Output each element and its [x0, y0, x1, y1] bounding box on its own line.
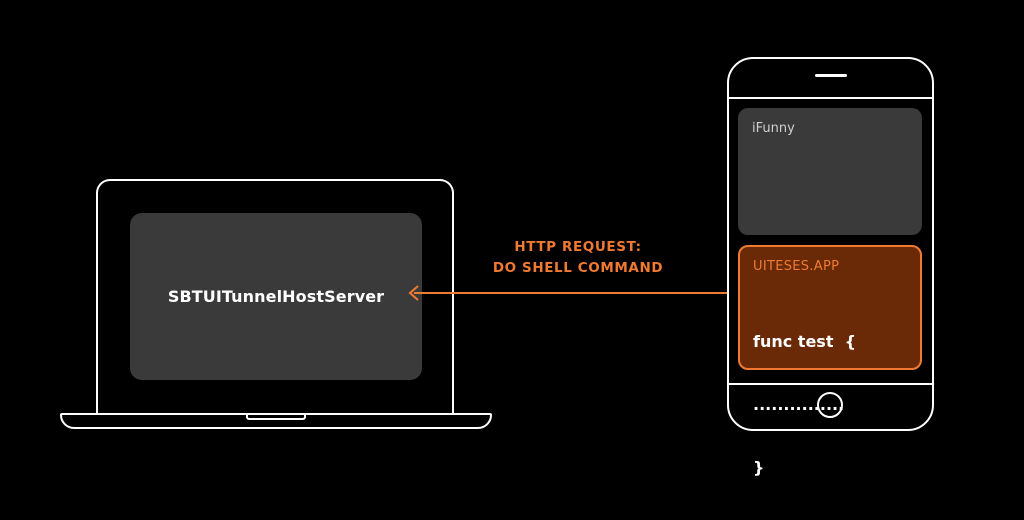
code-line-2: ............... [753, 395, 845, 414]
test-code-block: func test { ............... } [753, 289, 856, 520]
request-label: HTTP REQUEST: DO SHELL COMMAND [470, 237, 686, 279]
laptop-screen: SBTUITunnelHostServer [130, 213, 422, 380]
app-card: iFunny [738, 108, 922, 235]
phone-speaker [815, 74, 847, 77]
phone-top-divider [727, 97, 934, 99]
request-arrow [408, 285, 727, 301]
laptop-notch [246, 413, 306, 420]
diagram: SBTUITunnelHostServer HTTP REQUEST: DO S… [60, 57, 934, 477]
request-label-line1: HTTP REQUEST: [514, 239, 642, 255]
request-label-line2: DO SHELL COMMAND [492, 260, 664, 276]
code-line-3: } [753, 458, 765, 477]
host-server-label: SBTUITunnelHostServer [167, 287, 385, 306]
test-app-label: UITESES.APP [753, 259, 840, 274]
laptop-lid [96, 179, 454, 415]
phone-home-button [817, 392, 843, 418]
request-arrow-head [408, 285, 419, 301]
phone-bottom-divider [727, 383, 934, 385]
test-app-card: UITESES.APP func test { ............... … [738, 245, 922, 477]
app-card-label: iFunny [752, 121, 795, 136]
code-line-1: func test { [753, 332, 856, 351]
phone-body [727, 57, 934, 431]
